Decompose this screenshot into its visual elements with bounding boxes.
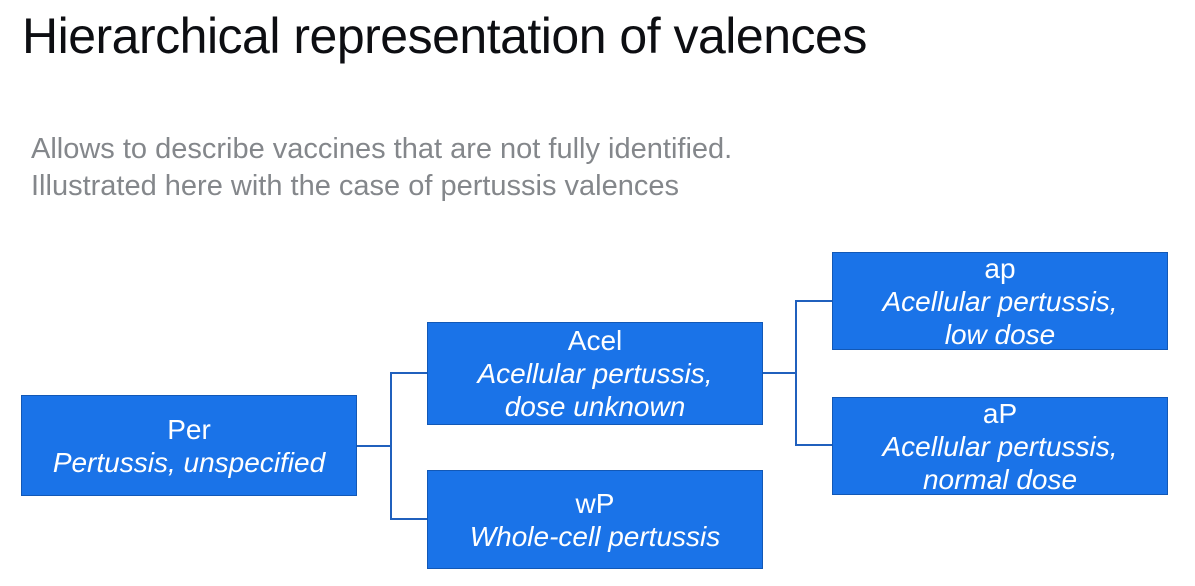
connector-wp-in bbox=[392, 518, 427, 520]
node-acel: Acel Acellular pertussis, dose unknown bbox=[427, 322, 763, 425]
node-wp-code: wP bbox=[575, 487, 615, 519]
node-ap-low-code: ap bbox=[984, 252, 1016, 284]
node-acel-code: Acel bbox=[567, 325, 623, 356]
node-per-desc: Pertussis, unspecified bbox=[52, 446, 326, 478]
connector-bracket-left bbox=[390, 372, 392, 520]
subtitle: Allows to describe vaccines that are not… bbox=[31, 131, 732, 205]
node-ap-low-desc-2: low dose bbox=[944, 318, 1056, 350]
connector-ap-low-in bbox=[797, 300, 832, 302]
node-wp: wP Whole-cell pertussis bbox=[427, 470, 763, 569]
node-acel-desc-2: dose unknown bbox=[504, 391, 686, 422]
connector-acel-out bbox=[763, 372, 796, 374]
node-ap-normal-desc-1: Acellular pertussis, bbox=[882, 430, 1118, 462]
node-acel-desc-1: Acellular pertussis, bbox=[477, 358, 713, 389]
node-ap-normal-code: aP bbox=[982, 397, 1018, 429]
node-ap-normal: aP Acellular pertussis, normal dose bbox=[832, 397, 1168, 495]
connector-per-out bbox=[357, 445, 391, 447]
node-per-code: Per bbox=[167, 413, 211, 445]
page-title: Hierarchical representation of valences bbox=[22, 8, 867, 64]
connector-bracket-right bbox=[795, 300, 797, 446]
connector-acel-in bbox=[392, 372, 427, 374]
node-per: Per Pertussis, unspecified bbox=[21, 395, 357, 496]
node-wp-desc: Whole-cell pertussis bbox=[469, 520, 721, 552]
subtitle-line-1: Allows to describe vaccines that are not… bbox=[31, 133, 733, 165]
subtitle-line-2: Illustrated here with the case of pertus… bbox=[31, 170, 679, 202]
node-ap-low-desc-1: Acellular pertussis, bbox=[882, 285, 1118, 317]
connector-ap-normal-in bbox=[797, 444, 832, 446]
node-ap-normal-desc-2: normal dose bbox=[922, 463, 1078, 495]
node-ap-low: ap Acellular pertussis, low dose bbox=[832, 252, 1168, 350]
